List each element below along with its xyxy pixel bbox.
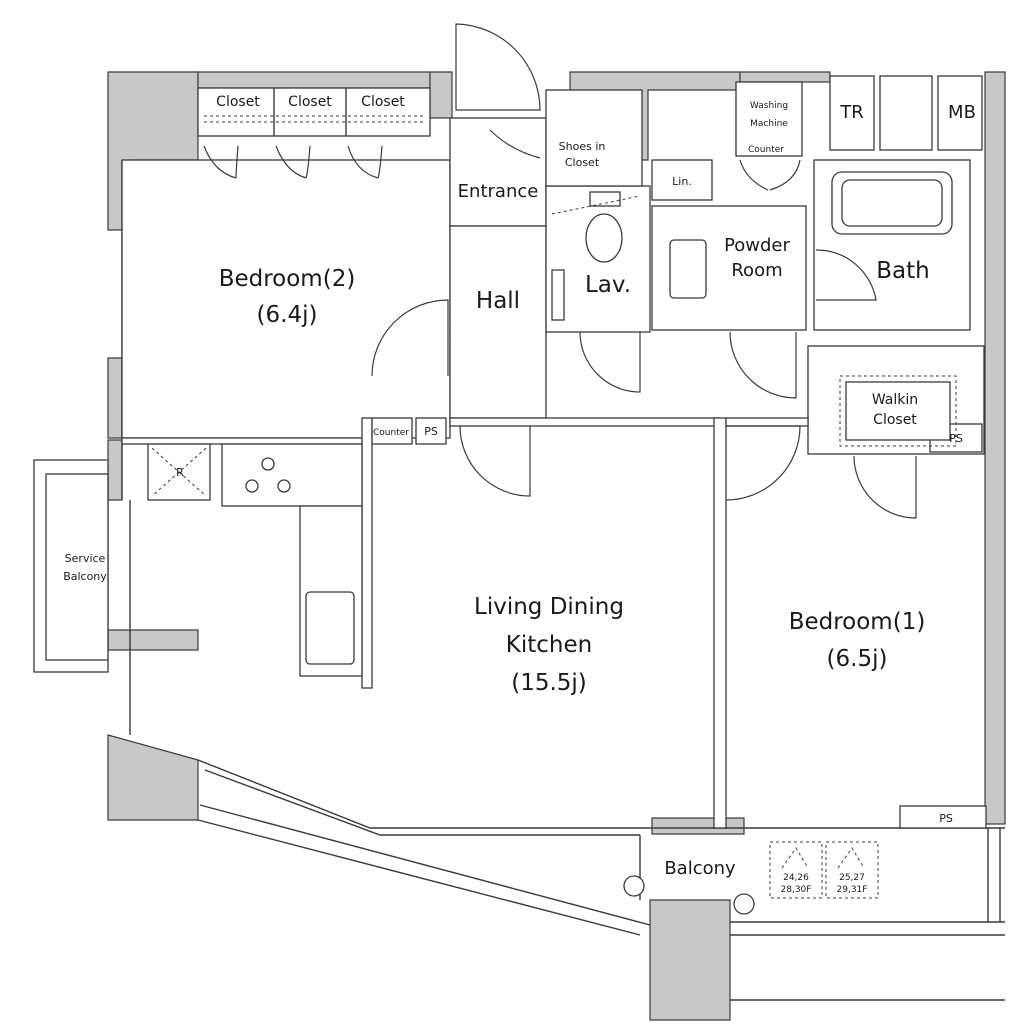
structural-walls xyxy=(107,71,1006,1021)
powder-room-line1: Powder xyxy=(724,235,790,256)
ps-label-walkin: PS xyxy=(949,432,963,445)
ldk-name-line2: Kitchen xyxy=(506,632,592,658)
service-balcony-line1: Service xyxy=(65,552,106,565)
walkin-closet-line2: Closet xyxy=(873,412,917,428)
powder-room-line2: Room xyxy=(731,260,782,281)
lav-label: Lav. xyxy=(585,272,631,298)
bedroom1-size: (6.5j) xyxy=(827,646,888,672)
door-swings xyxy=(371,23,917,519)
ps-label-balcony: PS xyxy=(939,812,953,825)
washing-machine-line2: Machine xyxy=(750,119,788,129)
walkin-closet-line1: Walkin xyxy=(872,392,918,408)
balcony-label: Balcony xyxy=(664,858,736,879)
floors-label-a-line1: 24,26 xyxy=(783,873,809,883)
counter-label-top: Counter xyxy=(748,145,784,155)
ldk-size: (15.5j) xyxy=(511,670,587,696)
service-balcony-line2: Balcony xyxy=(63,570,107,583)
mb-label: MB xyxy=(948,102,976,123)
washing-machine-line1: Washing xyxy=(750,101,788,111)
fixtures xyxy=(33,171,957,915)
closet-label-2: Closet xyxy=(288,94,332,110)
closet-label-1: Closet xyxy=(216,94,260,110)
room-labels: Bedroom(2) (6.4j) Living Dining Kitchen … xyxy=(63,94,976,895)
entrance-label: Entrance xyxy=(458,181,539,202)
refrigerator-label: R xyxy=(176,466,184,479)
hall-label: Hall xyxy=(476,288,520,314)
closet-label-3: Closet xyxy=(361,94,405,110)
bedroom1-name: Bedroom(1) xyxy=(789,609,926,635)
closet-row xyxy=(197,87,431,179)
floors-label-a-line2: 28,30F xyxy=(781,885,812,895)
shoes-closet-line2: Closet xyxy=(565,156,600,169)
bedroom2-size: (6.4j) xyxy=(257,302,318,328)
ldk-name-line1: Living Dining xyxy=(474,594,624,620)
tr-label: TR xyxy=(839,102,864,123)
shoes-closet-line1: Shoes in xyxy=(559,140,606,153)
floors-label-b-line1: 25,27 xyxy=(839,873,865,883)
counter-label-hall: Counter xyxy=(373,428,409,438)
linen-label: Lin. xyxy=(672,175,692,188)
bath-label: Bath xyxy=(876,258,929,284)
floors-label-b-line2: 29,31F xyxy=(837,885,868,895)
interior-walls xyxy=(121,75,987,829)
ps-label-hall: PS xyxy=(424,425,438,438)
bedroom2-name: Bedroom(2) xyxy=(219,266,356,292)
